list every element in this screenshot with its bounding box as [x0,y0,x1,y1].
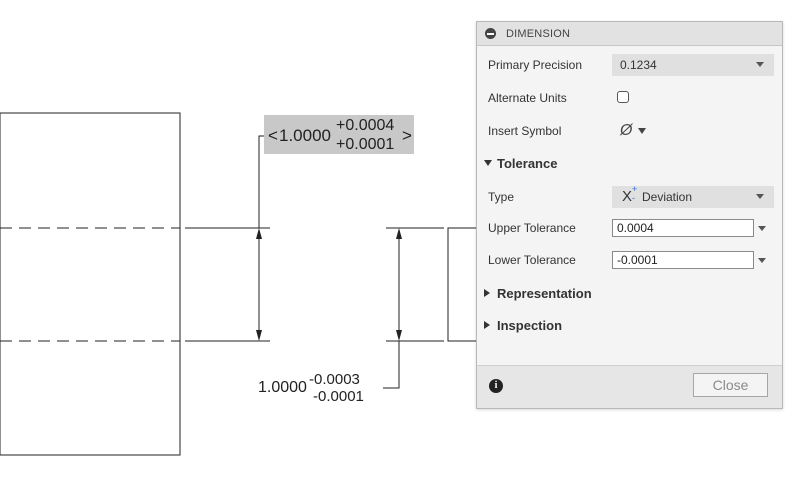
insert-symbol-dropdown-icon[interactable] [638,128,646,134]
placed-lower-tolerance: -0.0001 [313,388,364,405]
dimension-panel: DIMENSION Primary Precision 0.1234 Alter… [476,21,783,409]
right-part-outline [447,227,476,342]
collapse-panel-icon[interactable] [485,28,496,39]
edit-close-mark: > [402,126,412,145]
alternate-units-row: Alternate Units [477,85,782,111]
expand-right-icon [484,321,490,329]
deviation-icon: X+- [622,184,638,206]
panel-footer: i Close [477,365,782,408]
placed-upper-tolerance: -0.0003 [309,371,360,388]
inspection-section-row[interactable]: Inspection [477,312,782,338]
arrowhead-left-bottom [256,330,262,341]
primary-precision-value: 0.1234 [620,58,657,72]
placed-nominal-value: 1.0000 [258,379,307,396]
chevron-down-icon [756,194,764,199]
type-row: Type X+- Deviation [477,184,782,210]
tolerance-section-header[interactable]: Tolerance [484,156,557,171]
diameter-symbol-icon[interactable]: Ø [620,122,633,139]
insert-symbol-label: Insert Symbol [488,124,562,138]
edit-upper-tolerance: +0.0004 [336,117,394,134]
alternate-units-label: Alternate Units [488,91,567,105]
edit-lower-tolerance: +0.0001 [336,136,394,153]
left-part-outline [0,112,181,456]
upper-tolerance-row: Upper Tolerance 0.0004 [477,215,782,241]
arrowhead-right-top [396,228,402,239]
primary-precision-label: Primary Precision [488,58,583,72]
alternate-units-checkbox[interactable] [617,91,629,103]
representation-section-row[interactable]: Representation [477,280,782,306]
upper-tolerance-input[interactable]: 0.0004 [612,219,754,237]
panel-title: DIMENSION [506,27,571,40]
tolerance-section-label: Tolerance [497,155,558,171]
arrowhead-left-top [256,228,262,239]
lower-tolerance-row: Lower Tolerance -0.0001 [477,247,782,273]
edit-open-mark: < [268,126,278,145]
primary-precision-dropdown[interactable]: 0.1234 [612,54,774,76]
dimension-text-highlight[interactable] [264,115,414,154]
close-button[interactable]: Close [693,373,768,397]
upper-tolerance-dropdown-icon[interactable] [758,226,766,231]
tolerance-section-row[interactable]: Tolerance [477,150,782,176]
expand-right-icon [484,289,490,297]
leader-right [383,341,400,389]
arrowhead-right-bottom [396,330,402,341]
info-icon[interactable]: i [489,379,503,393]
upper-tolerance-label: Upper Tolerance [488,221,576,235]
representation-section-header[interactable]: Representation [484,286,592,301]
inspection-section-label: Inspection [497,317,563,333]
lower-tolerance-input[interactable]: -0.0001 [612,251,754,269]
type-dropdown[interactable]: X+- Deviation [612,184,774,208]
type-value: Deviation [642,190,693,204]
lower-tolerance-dropdown-icon[interactable] [758,258,766,263]
representation-section-label: Representation [497,285,592,301]
type-label: Type [488,190,515,204]
edit-nominal-value: 1.0000 [279,126,331,145]
inspection-section-header[interactable]: Inspection [484,318,562,333]
expand-down-icon [484,160,492,166]
primary-precision-row: Primary Precision 0.1234 [477,52,782,78]
lower-tolerance-label: Lower Tolerance [488,253,576,267]
insert-symbol-row: Insert Symbol Ø [477,118,782,144]
panel-titlebar[interactable]: DIMENSION [477,22,782,46]
chevron-down-icon [756,62,764,67]
